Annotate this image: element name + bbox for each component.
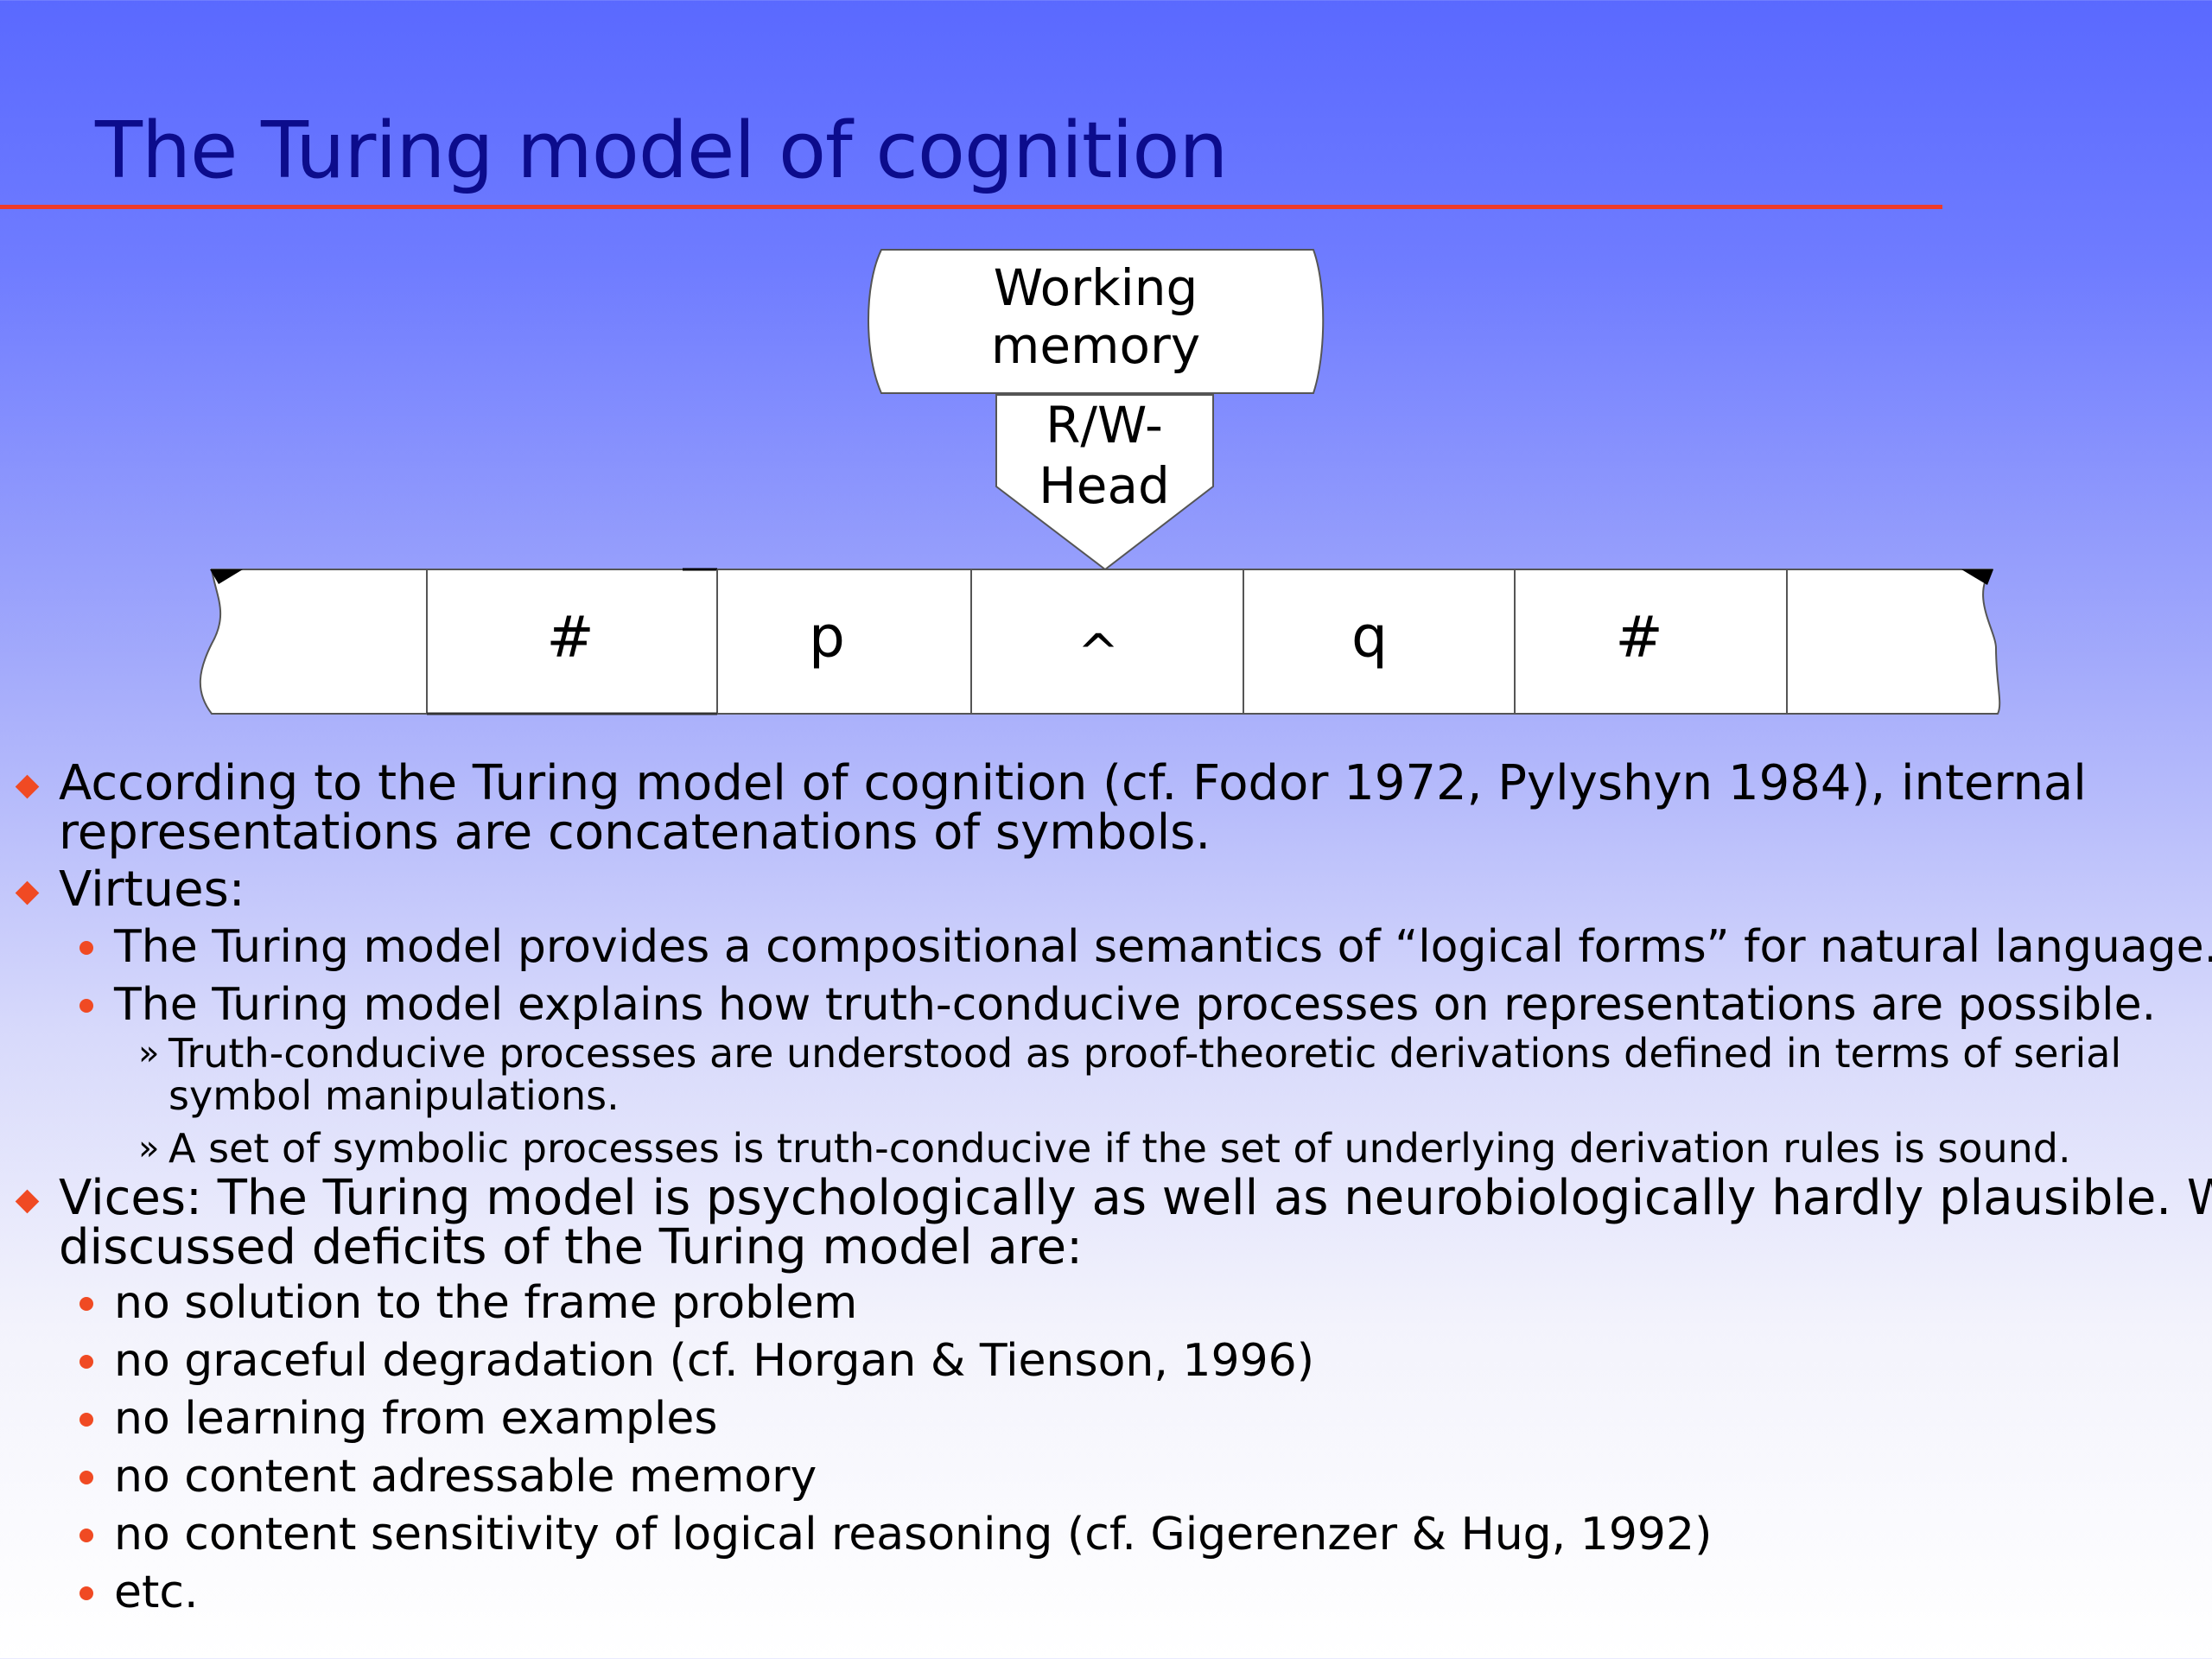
bullet-text-line: A set of symbolic processes is truth-con… [168,1125,2071,1172]
tape-right-corner [1961,569,1993,585]
turing-machine-diagram: Working memory R/W- Head # p ^ q # [199,249,2001,715]
deficit-list-item: no content sensitivity of logical reason… [0,1509,2212,1560]
bullet-text-line: no learning from examples [114,1393,718,1445]
dot-bullet-icon [79,1471,93,1484]
bullet-vices: Vices: The Turing model is psychological… [0,1173,2212,1272]
rw-head-label-line1: R/W- [1046,396,1163,454]
diamond-bullet-icon [15,1189,40,1214]
bullet-text-line: no content adressable memory [114,1451,817,1503]
bullet-truth-conducive: The Turing model explains how truth-cond… [0,979,2212,1031]
deficit-list-item: no learning from examples [0,1393,2212,1445]
bullet-text-line: etc. [114,1567,199,1618]
rw-head-pointer [995,394,1214,571]
diamond-bullet-icon [15,774,40,799]
dot-bullet-icon [79,1529,93,1542]
chevron-bullet-icon: » [138,1128,160,1168]
dot-bullet-icon [79,1413,93,1427]
bullet-turing-model: According to the Turing model of cogniti… [0,759,2212,857]
deficit-list-item: no graceful degradation (cf. Horgan & Ti… [0,1335,2212,1387]
working-memory-label-line2: memory [991,316,1200,375]
bullet-text-line: discussed deficits of the Turing model a… [59,1219,1083,1275]
bullet-virtues: Virtues: [0,865,2212,914]
tape-cell-symbol: # [1615,604,1662,671]
bullet-text-line: Virtues: [59,861,245,918]
bullet-text-line: The Turing model explains how truth-cond… [114,979,2157,1031]
deficit-list-item: etc. [0,1567,2212,1618]
tape-cell-symbol: q [1351,604,1388,671]
dot-bullet-icon [79,999,93,1013]
bullet-sound-rules: » A set of symbolic processes is truth-c… [0,1128,2212,1170]
bullet-text-line: no solution to the frame problem [114,1277,858,1329]
bullet-text-line: no content sensitivity of logical reason… [114,1509,1713,1560]
bullet-text-line: no graceful degradation (cf. Horgan & Ti… [114,1335,1315,1387]
slide-title: The Turing model of cognition [95,105,1228,196]
working-memory-box [868,249,1325,394]
bullet-compositional-semantics: The Turing model provides a compositiona… [0,921,2212,973]
bullet-proof-theoretic: » Truth-conducive processes are understo… [0,1033,2212,1117]
dot-bullet-icon [79,1355,93,1369]
working-memory-label-line1: Working [994,258,1198,317]
tape-cell-symbol: ^ [1077,623,1120,682]
diamond-bullet-icon [15,880,40,906]
bullet-text-line: Vices: The Turing model is psychological… [59,1170,2212,1226]
rw-head-label-line2: Head [1039,456,1170,515]
bullet-text-line: representations are concatenations of sy… [59,804,1211,861]
dot-bullet-icon [79,941,93,955]
title-underline [0,205,1942,209]
deficit-list: no solution to the frame problem no grace… [0,1277,2212,1618]
bullet-text-line: According to the Turing model of cogniti… [59,755,2087,811]
deficit-list-item: no content adressable memory [0,1451,2212,1503]
deficit-list-item: no solution to the frame problem [0,1277,2212,1329]
chevron-bullet-icon: » [138,1033,160,1073]
dot-bullet-icon [79,1586,93,1600]
bullet-text-line: symbol manipulations. [168,1072,620,1119]
bullet-text-line: The Turing model provides a compositiona… [114,921,2212,973]
tape-cell-symbol: p [809,604,845,671]
tape-cell-symbol: # [546,604,594,671]
tape-strip [199,569,2001,715]
tape-left-corner [210,569,243,584]
dot-bullet-icon [79,1297,93,1311]
bullet-list: According to the Turing model of cogniti… [0,759,2212,1624]
bullet-text-line: Truth-conducive processes are understood… [168,1030,2122,1077]
